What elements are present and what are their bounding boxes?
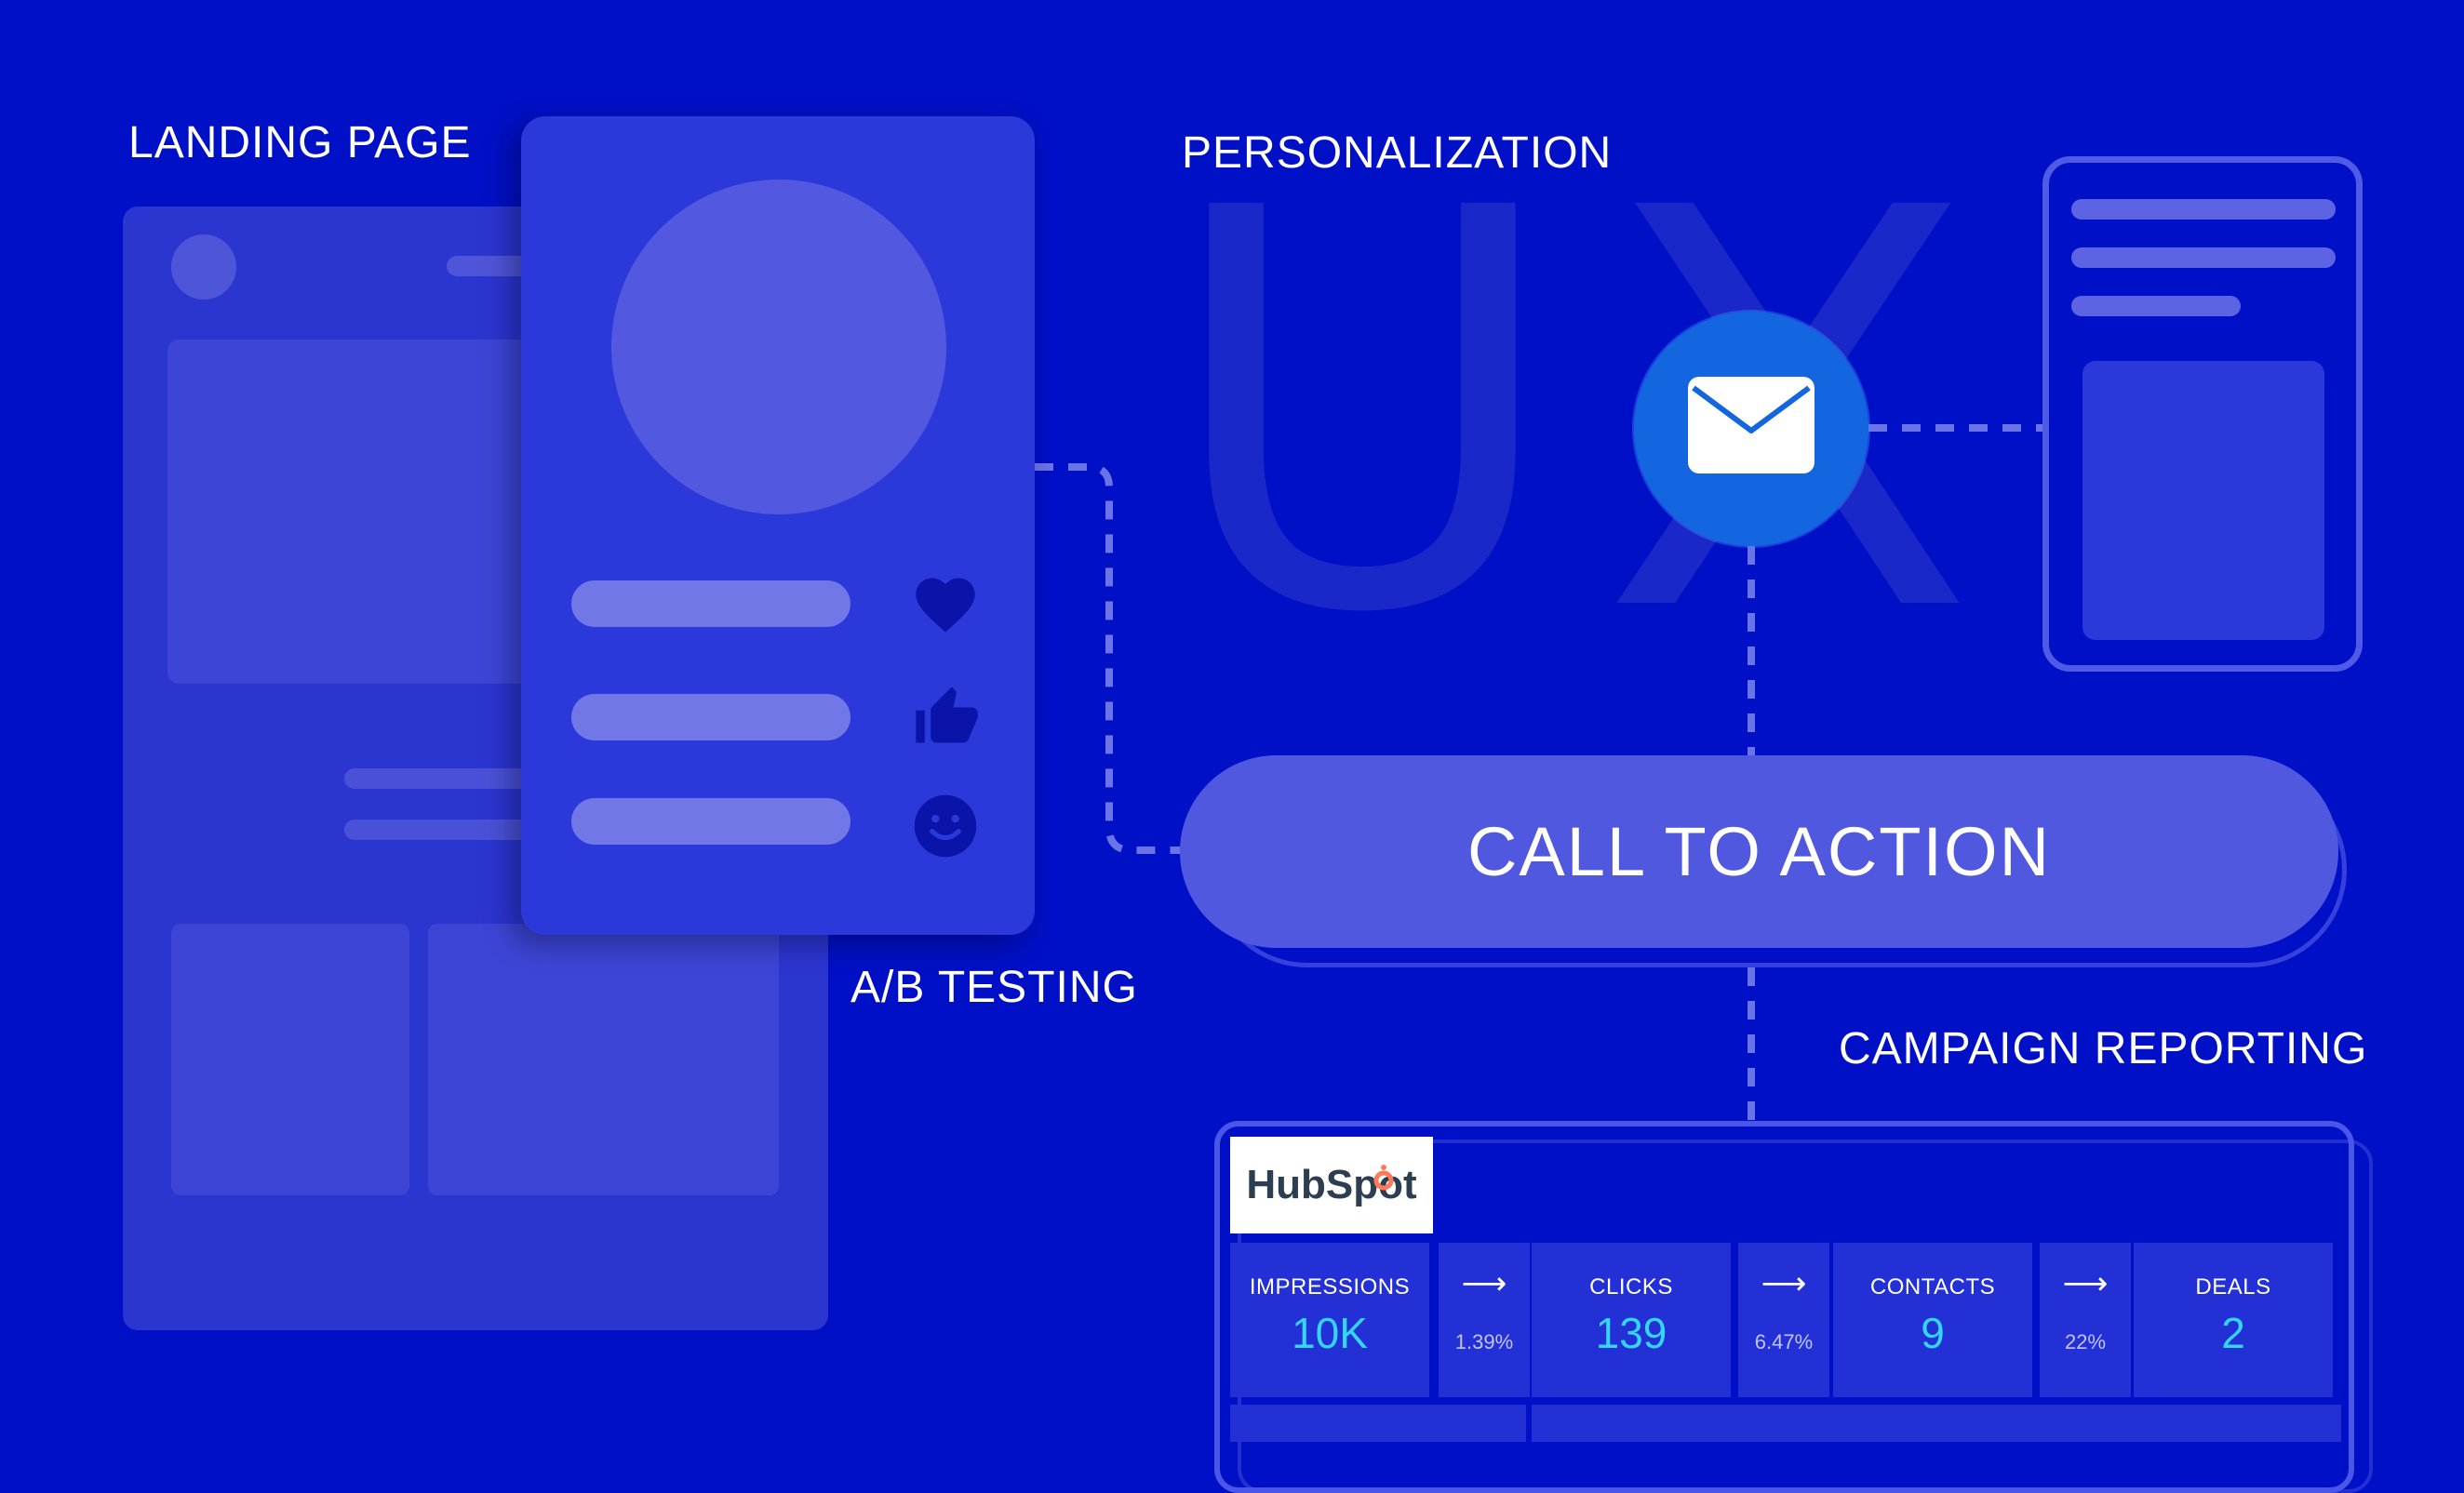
report-row-cell bbox=[1230, 1405, 1526, 1442]
conversion-cell: ⟶ 6.47% bbox=[1738, 1243, 1829, 1397]
metric-cell-impressions: IMPRESSIONS 10K bbox=[1230, 1243, 1429, 1397]
metric-label: CONTACTS bbox=[1869, 1274, 1996, 1300]
conversion-cell: ⟶ 1.39% bbox=[1439, 1243, 1530, 1397]
ab-testing-label: A/B TESTING bbox=[850, 963, 1138, 1012]
metric-value: 9 bbox=[1921, 1309, 1945, 1357]
metric-cell-clicks: CLICKS 139 bbox=[1532, 1243, 1731, 1397]
metric-cell-deals: DEALS 2 bbox=[2134, 1243, 2333, 1397]
campaign-reporting-label: CAMPAIGN REPORTING bbox=[1839, 1024, 2368, 1073]
connector-lines bbox=[1035, 424, 2042, 1121]
ux-watermark: UX bbox=[1161, 94, 2015, 733]
landing-page-label: LANDING PAGE bbox=[128, 118, 472, 167]
mobile-text-line bbox=[2071, 296, 2241, 316]
mobile-text-line bbox=[2071, 199, 2336, 220]
landing-page-avatar bbox=[171, 234, 236, 300]
envelope-icon bbox=[1688, 377, 1815, 473]
landing-page-tile bbox=[171, 924, 409, 1195]
metric-cell-contacts: CONTACTS 9 bbox=[1833, 1243, 2032, 1397]
ab-card-bar bbox=[571, 580, 850, 627]
conversion-cell: ⟶ 22% bbox=[2040, 1243, 2131, 1397]
arrow-right-icon: ⟶ bbox=[1761, 1265, 1807, 1302]
landing-page-tile bbox=[428, 924, 779, 1195]
personalization-label: PERSONALIZATION bbox=[1182, 128, 1613, 178]
conversion-rate: 6.47% bbox=[1754, 1330, 1814, 1353]
metric-label: CLICKS bbox=[1589, 1274, 1673, 1300]
smiley-icon bbox=[914, 794, 977, 858]
connector-ab-to-cta bbox=[1035, 463, 1180, 854]
arrow-right-icon: ⟶ bbox=[1461, 1265, 1507, 1302]
mobile-image-block bbox=[2082, 361, 2324, 640]
metric-value: 2 bbox=[2221, 1309, 2245, 1357]
report-row-cell bbox=[1532, 1405, 2341, 1442]
hubspot-sprocket-icon bbox=[1373, 1165, 1394, 1191]
arrow-right-icon: ⟶ bbox=[2062, 1265, 2109, 1302]
metric-label: IMPRESSIONS bbox=[1249, 1274, 1411, 1300]
metric-label: DEALS bbox=[2195, 1274, 2271, 1300]
thumbs-up-icon bbox=[916, 687, 978, 743]
heart-icon bbox=[916, 578, 975, 633]
hubspot-logo: HubSpot bbox=[1230, 1137, 1433, 1233]
ab-card-image-circle bbox=[611, 180, 946, 514]
mobile-text-line bbox=[2071, 247, 2336, 268]
email-circle bbox=[1634, 312, 1868, 546]
landing-page-hero-block bbox=[167, 340, 558, 684]
call-to-action-button[interactable]: CALL TO ACTION bbox=[1180, 755, 2338, 948]
landing-page-text-line bbox=[344, 820, 568, 840]
mobile-preview-frame bbox=[2042, 156, 2363, 672]
metric-value: 10K bbox=[1292, 1309, 1368, 1357]
ab-card-bar bbox=[571, 798, 850, 845]
ab-card-bar bbox=[571, 694, 850, 740]
conversion-rate: 22% bbox=[2064, 1330, 2107, 1353]
metric-value: 139 bbox=[1595, 1309, 1667, 1357]
landing-page-text-line bbox=[344, 768, 568, 789]
conversion-rate: 1.39% bbox=[1454, 1330, 1514, 1353]
